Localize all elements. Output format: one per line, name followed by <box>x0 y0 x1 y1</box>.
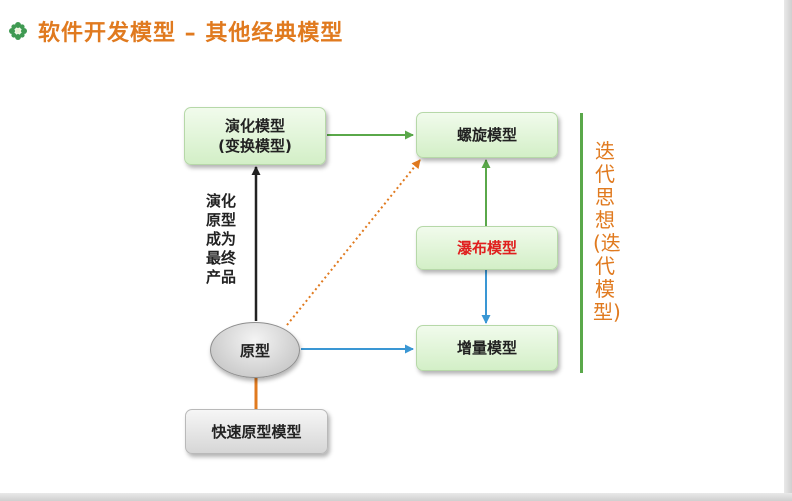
evolution-model-label: 演化模型 <box>224 117 285 135</box>
evolution-model-box: 演化模型 (变换模型) <box>184 107 326 165</box>
slide-frame-right <box>784 0 792 501</box>
rapid-prototype-model-label: 快速原型模型 <box>211 422 302 441</box>
rapid-prototype-model-box: 快速原型模型 <box>185 409 328 454</box>
dotted-arrow-prototype-to-spiral <box>286 159 421 326</box>
flower-bullet-icon <box>9 22 27 40</box>
spiral-model-label: 螺旋模型 <box>456 126 517 144</box>
evolution-note-label: 演化原型成为最终产品 <box>205 192 236 286</box>
evolution-model-sublabel: (变换模型) <box>218 137 292 155</box>
prototype-node: 原型 <box>210 322 300 378</box>
spiral-model-box: 螺旋模型 <box>416 112 558 158</box>
iteration-label: 迭代思想(迭代模型) <box>593 139 621 324</box>
prototype-label: 原型 <box>239 341 270 360</box>
incremental-model-label: 增量模型 <box>456 339 517 357</box>
slide-title: 软件开发模型 – 其他经典模型 <box>38 21 344 46</box>
iteration-divider <box>580 113 583 373</box>
waterfall-model-box: 瀑布模型 <box>416 226 558 270</box>
title-row: 软件开发模型 – 其他经典模型 <box>8 14 343 48</box>
waterfall-model-label: 瀑布模型 <box>456 239 517 257</box>
incremental-model-box: 增量模型 <box>416 325 558 371</box>
slide-frame-bottom <box>0 493 792 501</box>
